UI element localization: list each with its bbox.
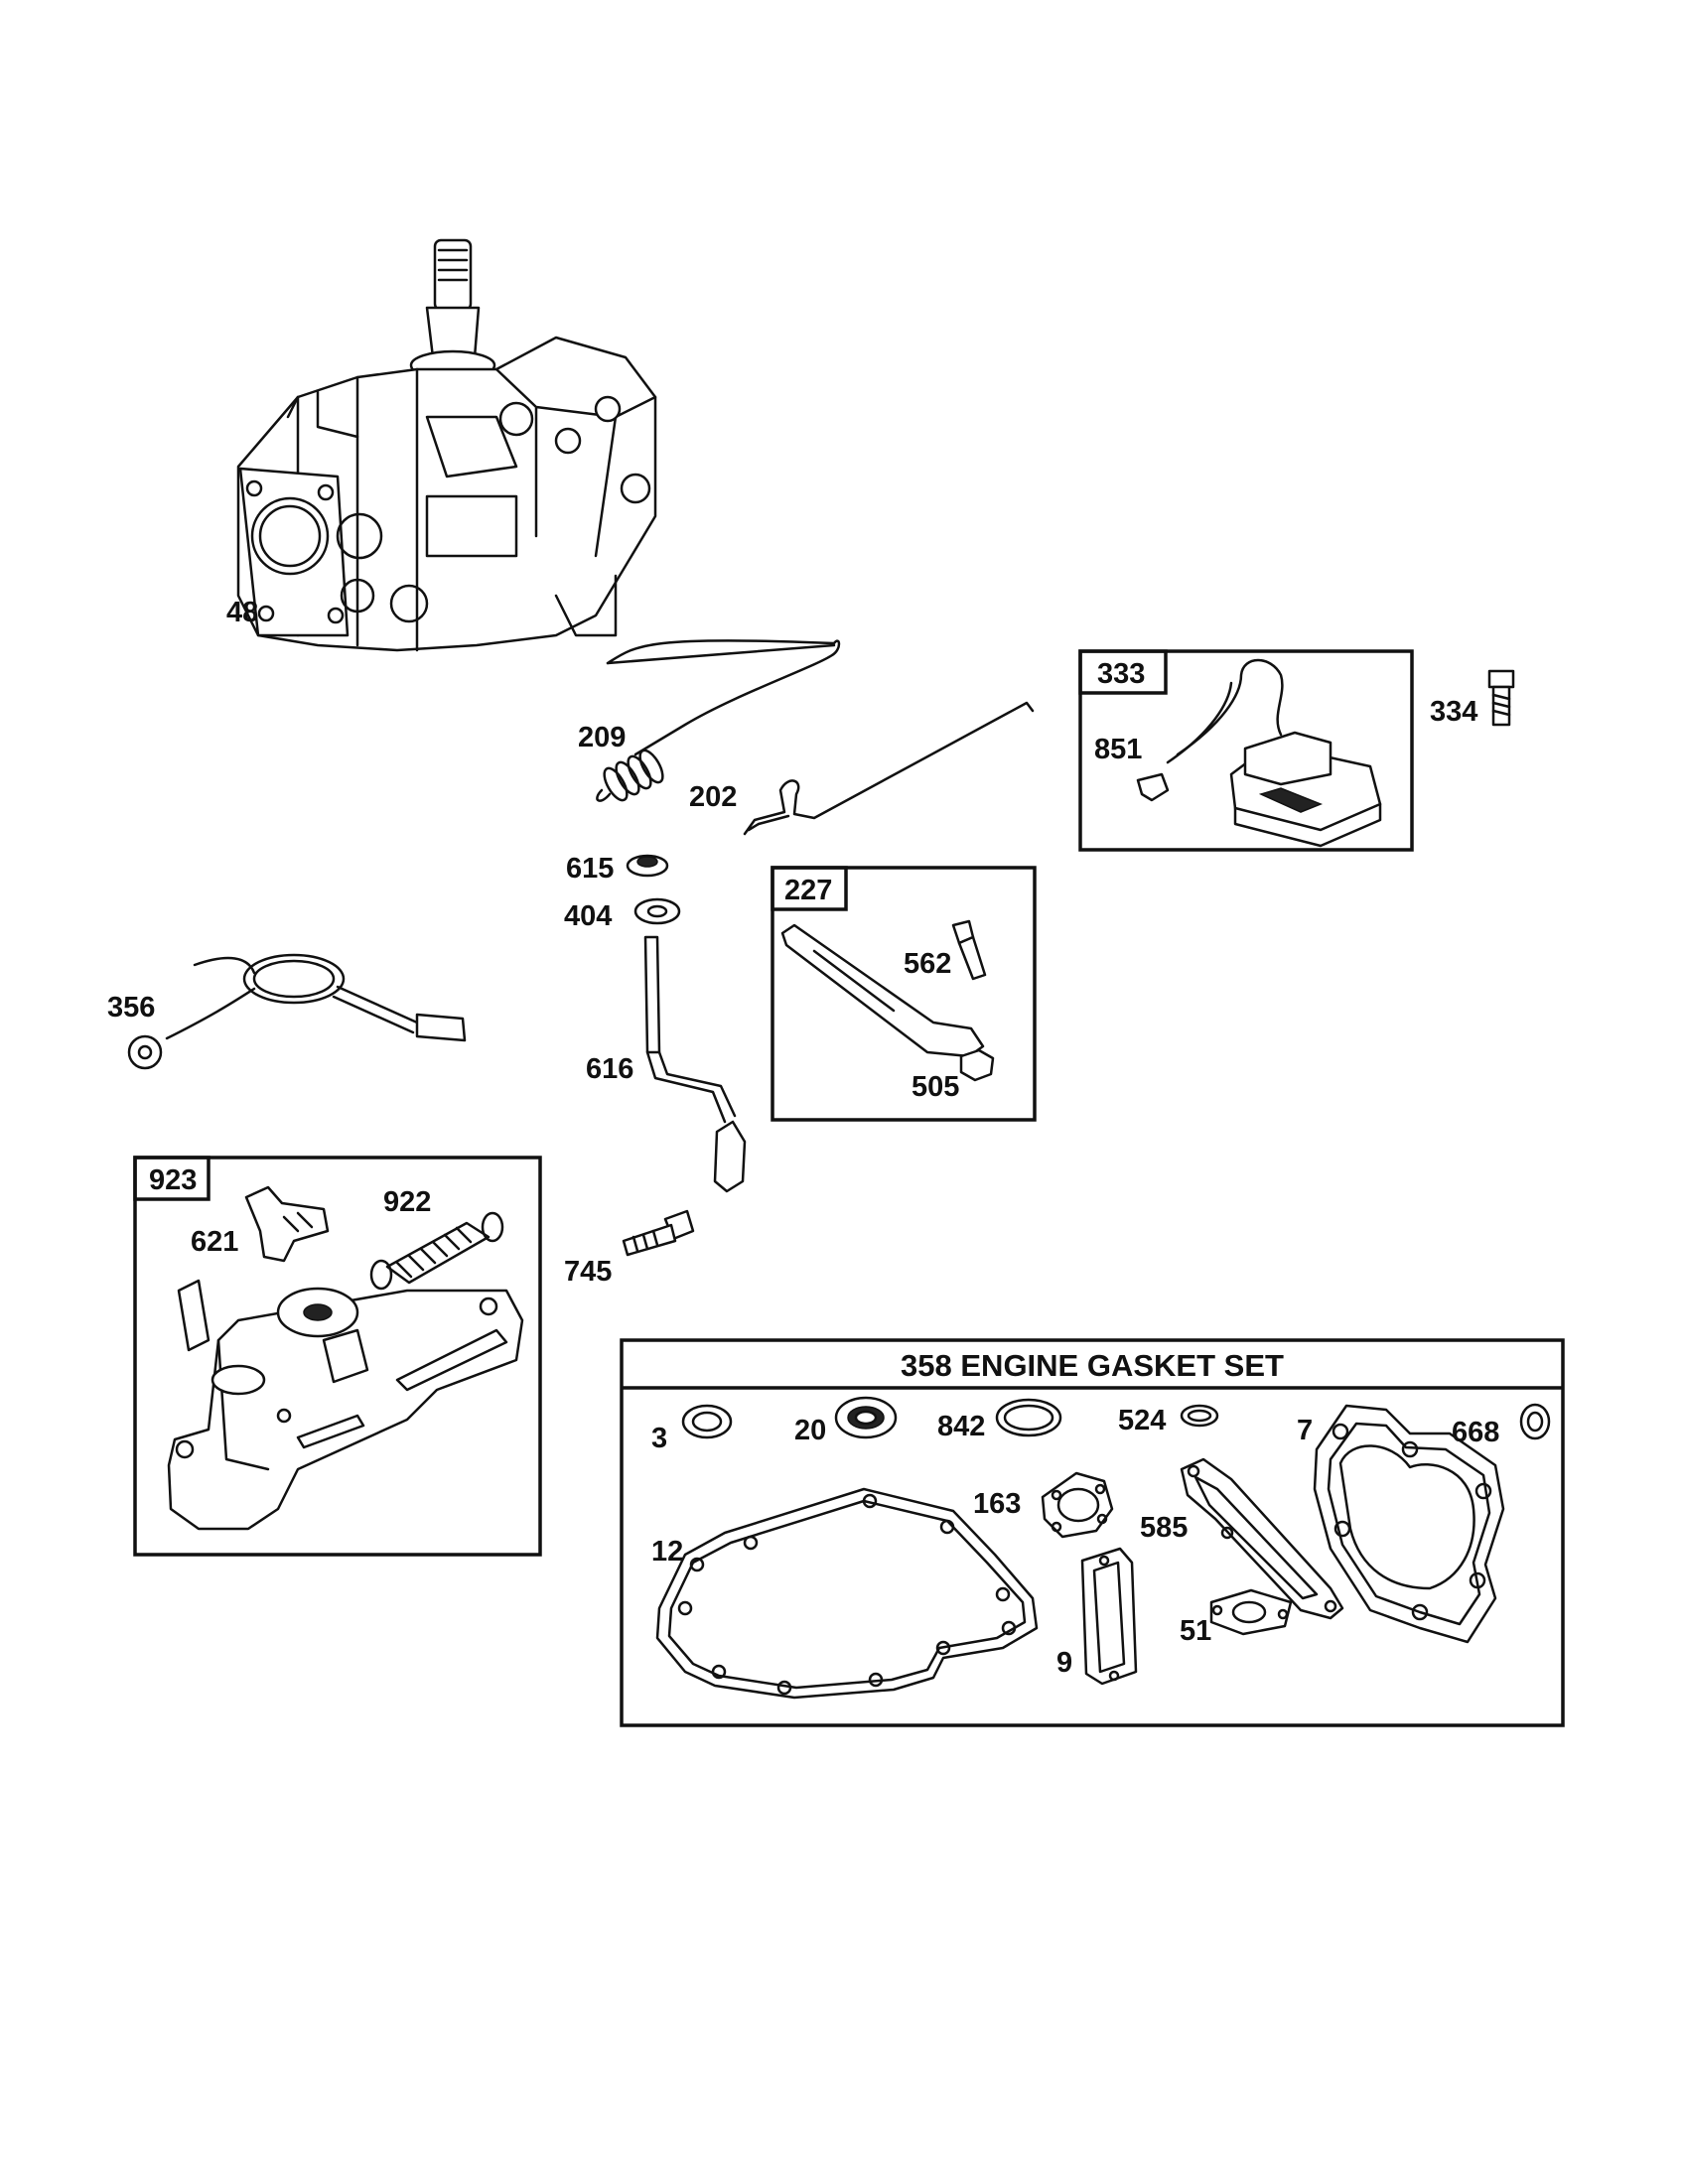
spring-922-illustration xyxy=(369,1211,504,1291)
gasket-set-title: 358 ENGINE GASKET SET xyxy=(901,1348,1284,1383)
armature-assembly-box xyxy=(1078,649,1414,852)
bolt-745-illustration xyxy=(622,1209,695,1257)
seal-615-illustration xyxy=(626,854,669,878)
callout-524: 524 xyxy=(1118,1405,1166,1436)
governor-crank-illustration xyxy=(643,935,747,1193)
callout-356: 356 xyxy=(107,992,155,1024)
gasket-12-illustration xyxy=(655,1487,1039,1700)
callout-923: 923 xyxy=(149,1164,197,1196)
callout-209: 209 xyxy=(578,722,626,753)
ground-wire-illustration xyxy=(127,953,467,1070)
callout-745: 745 xyxy=(564,1256,612,1288)
seal-20-illustration xyxy=(834,1396,898,1439)
control-bracket-assembly-tag xyxy=(133,1156,210,1201)
callout-3: 3 xyxy=(651,1423,667,1454)
washer-404-illustration xyxy=(633,897,681,925)
gasket-9-illustration xyxy=(1080,1547,1138,1686)
seal-3-illustration xyxy=(681,1404,733,1439)
callout-562: 562 xyxy=(904,948,951,980)
callout-615: 615 xyxy=(566,853,614,885)
callout-404: 404 xyxy=(564,900,612,932)
callout-163: 163 xyxy=(973,1488,1021,1520)
callout-20: 20 xyxy=(794,1415,826,1446)
governor-spring-illustration xyxy=(596,638,841,802)
callout-227: 227 xyxy=(784,875,832,906)
callout-616: 616 xyxy=(586,1053,633,1085)
engine-block-illustration xyxy=(236,238,657,652)
callout-585: 585 xyxy=(1140,1512,1188,1544)
lever-nut-illustration xyxy=(959,1048,995,1082)
callout-48: 48 xyxy=(226,597,258,628)
callout-334: 334 xyxy=(1430,696,1477,728)
engine-gasket-set-box xyxy=(620,1338,1565,1727)
gasket-585-illustration xyxy=(1180,1457,1344,1620)
governor-lever-illustration xyxy=(780,923,985,1058)
gasket-163-illustration xyxy=(1041,1471,1114,1539)
oring-524-illustration xyxy=(1180,1404,1219,1428)
callout-851: 851 xyxy=(1094,734,1142,765)
seal-668-illustration xyxy=(1519,1403,1551,1440)
callout-621: 621 xyxy=(191,1226,238,1258)
callout-202: 202 xyxy=(689,781,737,813)
callout-333: 333 xyxy=(1097,658,1145,690)
callout-51: 51 xyxy=(1180,1615,1211,1647)
lever-bolt-illustration xyxy=(951,919,987,981)
governor-lever-assembly-tag xyxy=(771,866,848,911)
control-bracket-assembly-box xyxy=(133,1156,542,1557)
oring-842-illustration xyxy=(995,1398,1062,1437)
governor-link-illustration xyxy=(743,701,1035,836)
callout-12: 12 xyxy=(651,1536,683,1568)
gasket-51-illustration xyxy=(1209,1588,1293,1636)
ignition-module-illustration xyxy=(1166,658,1382,848)
armature-screw-illustration xyxy=(1487,669,1515,727)
callout-7: 7 xyxy=(1297,1415,1313,1446)
coil-ground-clip-illustration xyxy=(1136,772,1170,802)
throttle-link-621-illustration xyxy=(244,1185,330,1263)
governor-lever-assembly-box xyxy=(771,866,1037,1122)
callout-9: 9 xyxy=(1056,1647,1072,1679)
callout-922: 922 xyxy=(383,1186,431,1218)
callout-842: 842 xyxy=(937,1411,985,1442)
control-bracket-illustration xyxy=(167,1279,524,1531)
callout-668: 668 xyxy=(1452,1417,1499,1448)
head-gasket-7-illustration xyxy=(1313,1404,1505,1644)
callout-505: 505 xyxy=(912,1071,959,1103)
armature-assembly-tag xyxy=(1078,649,1168,695)
